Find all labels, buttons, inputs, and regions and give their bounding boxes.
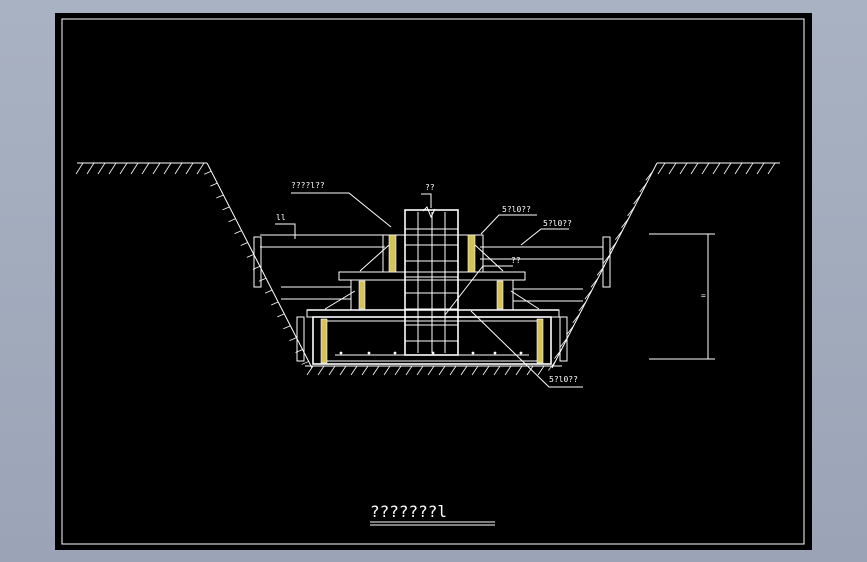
stake-left-lower xyxy=(296,316,305,362)
leader-tie-bottom xyxy=(470,310,583,388)
label-tie-bottom: 5?l0?? xyxy=(549,375,578,384)
depth-dimension-label: = xyxy=(701,291,706,300)
leader-bracket-right xyxy=(444,265,513,316)
leader-tie-right-upper xyxy=(480,214,537,235)
waler-left-upper xyxy=(260,234,385,248)
formwork-collar-left xyxy=(388,234,397,273)
label-bracket-right: ?? xyxy=(511,256,521,265)
excavation-slope-left xyxy=(206,162,313,369)
leader-support-left xyxy=(275,223,296,239)
formwork-collar-right xyxy=(467,234,476,273)
column xyxy=(404,209,459,356)
base-top-board xyxy=(306,309,560,318)
waler-right-mid xyxy=(513,288,583,302)
label-column: ?? xyxy=(425,183,435,192)
column-break-mark xyxy=(422,206,436,219)
formwork-base-right xyxy=(536,318,544,364)
sheet-border xyxy=(61,18,805,545)
waler-left-mid xyxy=(281,286,351,300)
label-formwork-top-left: ????l?? xyxy=(291,181,325,190)
leader-column xyxy=(421,193,432,208)
depth-dimension xyxy=(649,233,715,360)
label-tie-right-side: 5?l0?? xyxy=(543,219,572,228)
label-support-left: ll xyxy=(276,213,286,222)
brace-left-upper xyxy=(359,244,390,272)
stake-right-upper xyxy=(602,236,611,288)
waler-right-upper xyxy=(480,246,603,260)
brace-right-mid xyxy=(510,290,540,310)
leader-tie-right-side xyxy=(520,228,569,246)
base-rebar-dots xyxy=(339,351,523,355)
formwork-base-left xyxy=(320,318,328,364)
formwork-step2-right xyxy=(496,280,504,310)
brace-left-mid xyxy=(324,290,356,310)
stake-right-lower xyxy=(559,316,568,362)
column-rebar-grid xyxy=(405,212,458,353)
drawing-title: ???????l xyxy=(370,502,447,521)
leader-formwork-top-left xyxy=(291,192,392,228)
ground-hatching xyxy=(75,162,776,376)
formwork-step2-left xyxy=(358,280,366,310)
brace-right-upper xyxy=(474,244,504,272)
foundation-formwork-drawing: = ????l?? ?? ll 5?l0?? 5?l0?? ?? 5?l0?? … xyxy=(61,18,805,545)
stake-left-upper xyxy=(253,236,262,288)
label-tie-right-upper: 5?l0?? xyxy=(502,205,531,214)
cad-viewport[interactable]: = ????l?? ?? ll 5?l0?? 5?l0?? ?? 5?l0?? … xyxy=(55,13,812,550)
excavation-slope-right xyxy=(551,162,658,369)
step-3 xyxy=(382,234,484,273)
